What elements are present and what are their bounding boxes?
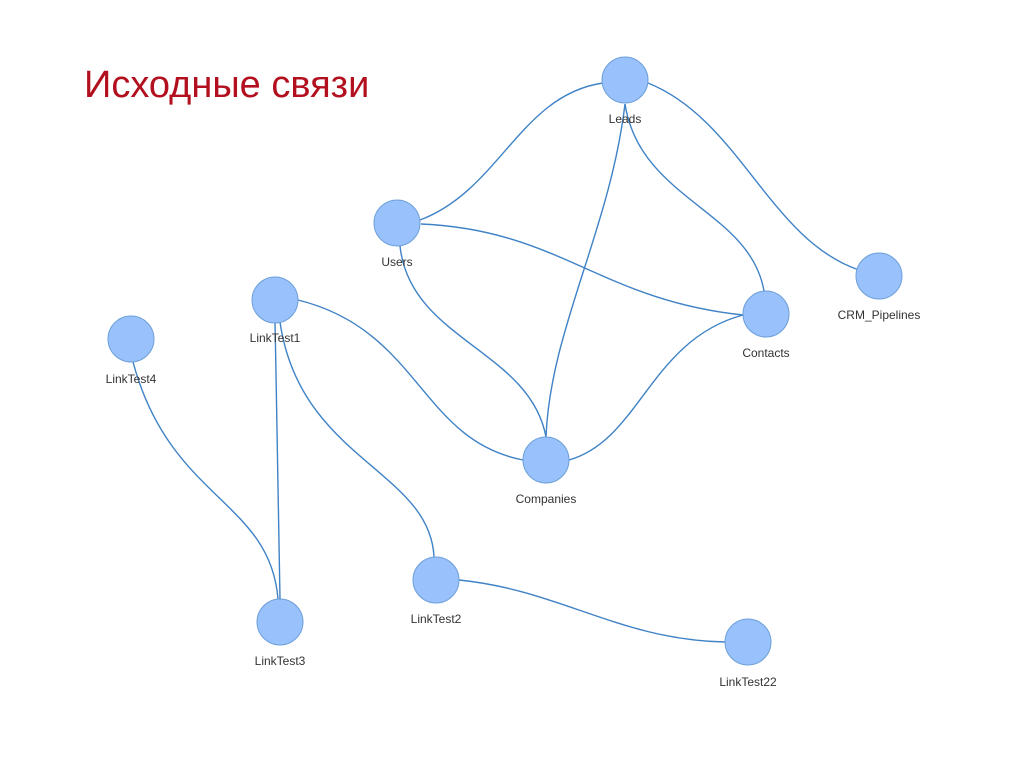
- edge-linktest2-linktest22: [458, 579, 726, 643]
- node-label-contacts: Contacts: [742, 346, 789, 360]
- page-title: Исходные связи: [84, 64, 370, 106]
- node-label-leads: Leads: [609, 112, 642, 126]
- node-circle-companies[interactable]: [522, 436, 570, 484]
- edge-leads-crm_pipelines: [647, 82, 860, 271]
- node-label-linktest2: LinkTest2: [411, 612, 462, 626]
- node-users[interactable]: Users: [373, 199, 421, 269]
- node-companies[interactable]: Companies: [516, 436, 577, 506]
- node-circle-linktest2[interactable]: [412, 556, 460, 604]
- node-crm_pipelines[interactable]: CRM_Pipelines: [838, 252, 921, 322]
- node-circle-leads[interactable]: [601, 56, 649, 104]
- node-linktest3[interactable]: LinkTest3: [255, 598, 306, 668]
- node-linktest2[interactable]: LinkTest2: [411, 556, 462, 626]
- edge-linktest1-linktest3: [274, 322, 281, 600]
- edge-linktest1-linktest2: [279, 321, 435, 558]
- node-layer: LeadsUsersCRM_PipelinesContactsCompanies…: [106, 56, 921, 689]
- node-linktest1[interactable]: LinkTest1: [250, 276, 301, 345]
- node-circle-linktest22[interactable]: [724, 618, 772, 666]
- node-contacts[interactable]: Contacts: [742, 290, 790, 360]
- node-label-companies: Companies: [516, 492, 577, 506]
- node-circle-linktest4[interactable]: [107, 315, 155, 363]
- edge-contacts-companies: [568, 314, 744, 461]
- node-label-linktest22: LinkTest22: [719, 675, 777, 689]
- node-leads[interactable]: Leads: [601, 56, 649, 126]
- edge-layer: [132, 82, 860, 643]
- node-label-users: Users: [381, 255, 412, 269]
- node-label-linktest1: LinkTest1: [250, 331, 301, 345]
- edge-leads-contacts: [624, 103, 765, 292]
- edge-linktest4-linktest3: [132, 361, 279, 600]
- node-circle-crm_pipelines[interactable]: [855, 252, 903, 300]
- node-label-linktest4: LinkTest4: [106, 372, 157, 386]
- edge-users-contacts: [420, 223, 744, 316]
- node-label-crm_pipelines: CRM_Pipelines: [838, 308, 921, 322]
- node-circle-contacts[interactable]: [742, 290, 790, 338]
- edge-leads-companies: [545, 103, 626, 438]
- edge-leads-users: [419, 82, 604, 221]
- node-linktest22[interactable]: LinkTest22: [719, 618, 777, 689]
- node-label-linktest3: LinkTest3: [255, 654, 306, 668]
- node-circle-linktest3[interactable]: [256, 598, 304, 646]
- edge-users-companies: [399, 245, 547, 438]
- node-circle-linktest1[interactable]: [251, 276, 299, 324]
- node-circle-users[interactable]: [373, 199, 421, 247]
- edge-linktest1-companies: [297, 299, 524, 461]
- node-linktest4[interactable]: LinkTest4: [106, 315, 157, 386]
